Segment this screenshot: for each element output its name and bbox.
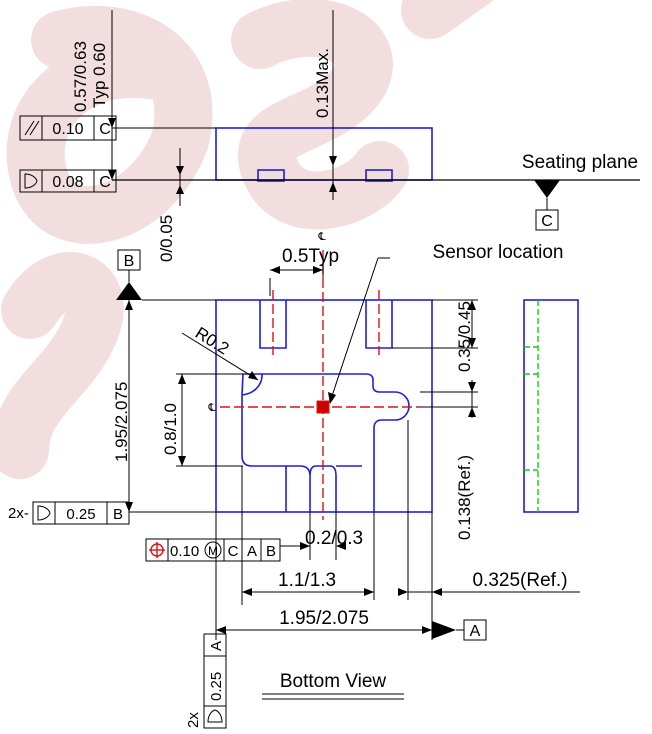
obsolete-watermark [0,0,494,479]
parallelism-icon [24,120,40,136]
main-pad [241,373,410,512]
datum-b-icon [116,282,142,300]
surface-profile-icon [24,173,38,189]
surface-profile-icon [37,505,51,521]
datum-c-label: C [541,213,553,230]
side-pad-right [365,169,393,182]
package-outline-right [523,299,579,513]
bottom-view: ℄ ℄ Sensor location B 1.95/2.075 0.8/1.0 [8,231,580,729]
dim-v-pad-label: 0.8/1.0 [161,403,180,455]
radius-leader [181,332,259,381]
seating-plane-datum-icon [534,180,560,198]
dim-standoff-label: 0/0.05 [157,215,176,262]
dim-v-body-label: 1.95/2.075 [112,382,131,462]
centerline-symbol-left: ℄ [207,402,215,414]
fcf-position-datum-2: A [247,543,257,560]
datum-a-frame [463,619,487,641]
datum-b-label: B [124,253,135,270]
fcf-b-tol: 0.25 [66,506,95,523]
fcf-position-datum-1: C [228,543,239,560]
fcf-parallelism: 0.10 C [19,115,117,141]
mmc-modifier: M [208,544,218,558]
fcf-b-profile: 2x- 0.25 B [8,501,130,525]
position-icon [149,542,165,558]
fcf-position-tol: 0.10 [170,543,199,560]
dim-pitch-label: 0.5Typ [282,246,339,267]
dim-radius-label: R0.2 [192,323,233,358]
fcf-surface-datum: C [99,174,111,191]
dim-typ-label: Typ 0.60 [90,43,109,108]
package-outline-bottom [215,299,433,513]
fcf-parallel-datum: C [99,121,111,138]
datum-a-label: A [470,623,481,640]
datum-c-frame [535,209,559,231]
dim-height-label: 0.57/0.63 [71,41,90,112]
dim-max-label: 0.13Max. [313,48,332,118]
side-pad-left [257,169,285,182]
fcf-b-prefix: 2x- [8,505,29,522]
datum-a-icon [432,621,456,639]
dim-sensor-ref-label: 0.138(Ref.) [455,455,474,540]
bottom-view-title: Bottom View [280,671,387,692]
fcf-a-tol: 0.25 [208,672,225,701]
fcf-parallel-tol: 0.10 [52,121,83,138]
sensor-marker [316,400,330,414]
sensor-location-label: Sensor location [433,242,564,263]
fcf-position: 0.10 M C A B [145,538,281,562]
dim-pad-width-label: 1.1/1.3 [278,570,336,591]
fcf-position-datum-3: B [266,543,276,560]
fcf-a-datum: A [208,641,225,651]
fcf-surface-profile: 0.08 C [19,169,117,193]
surface-profile-icon [207,709,223,723]
side-view: C Seating plane 0.57/0.63 Typ 0.60 0.13M… [19,10,640,262]
dim-h-body-label: 1.95/2.075 [279,608,369,629]
fcf-surface-tol: 0.08 [52,174,83,191]
dim-pad-top-label: 0.35/0.45 [455,301,474,372]
fcf-b-datum: B [113,506,123,523]
seating-plane-label: Seating plane [522,152,638,173]
dim-neck-label: 0.2/0.3 [305,528,363,549]
sensor-leader [329,257,379,403]
fcf-a-prefix: 2x [185,712,202,728]
centerline-symbol-top: ℄ [317,231,325,243]
dim-offset-ref-label: 0.325(Ref.) [472,570,567,591]
fcf-a-profile: A 0.25 2x [185,633,227,729]
